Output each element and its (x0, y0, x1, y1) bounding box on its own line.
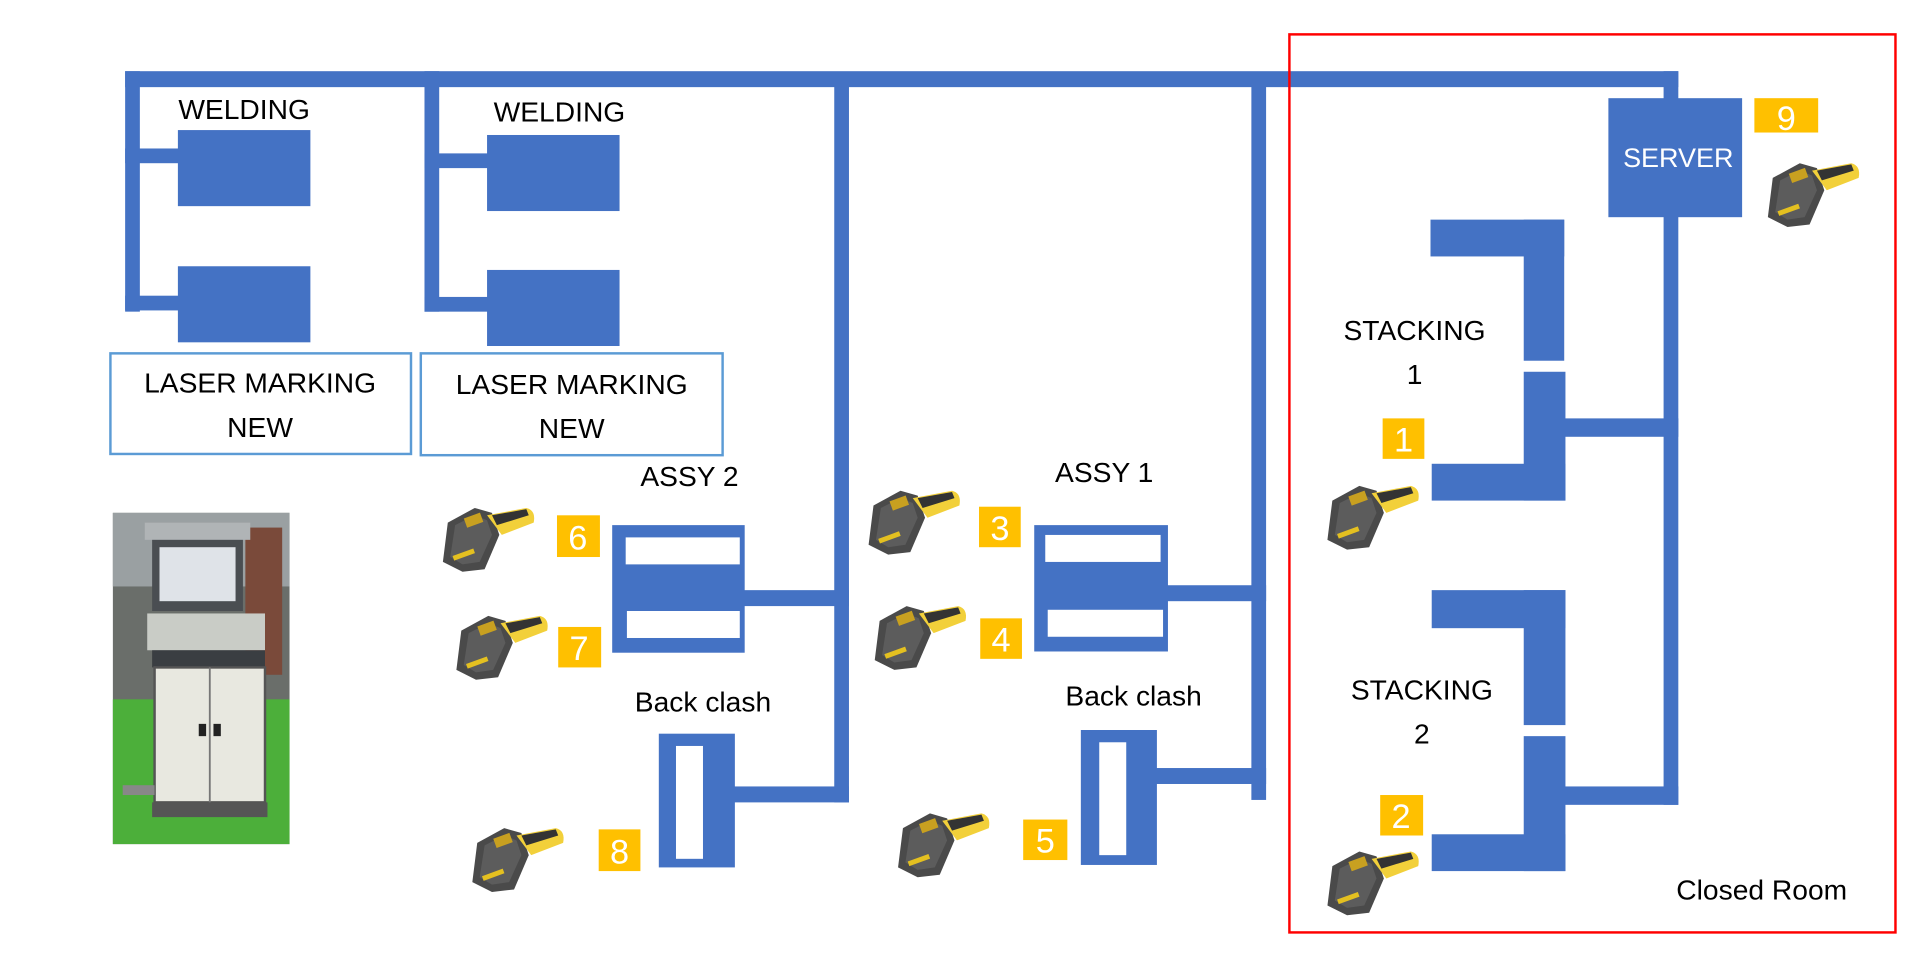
svg-text:3: 3 (990, 510, 1009, 548)
assy-1-station (1034, 525, 1168, 652)
welding-2-label: WELDING (494, 95, 626, 127)
barcode-scanner-icon (898, 813, 990, 878)
welding-2-station-a (487, 134, 620, 212)
barcode-scanner-icon (874, 606, 967, 670)
laser-marking-1-sublabel: NEW (227, 411, 293, 443)
workstation-kiosk-photo (112, 512, 290, 845)
laser-marking-2-sublabel: NEW (539, 412, 605, 444)
badge-1: 1 (1382, 418, 1425, 460)
svg-text:1: 1 (1394, 422, 1413, 460)
svg-text:8: 8 (610, 834, 629, 872)
assy-1-label: ASSY 1 (1055, 456, 1153, 488)
badge-3: 3 (979, 506, 1021, 548)
welding-2-station-b (487, 269, 620, 347)
badge-4: 4 (980, 618, 1022, 659)
laser-marking-1-label: LASER MARKING (144, 367, 376, 399)
barcode-scanner-icon (456, 615, 548, 680)
stacking-1-label: STACKING (1344, 314, 1486, 346)
stacking-2-number: 2 (1414, 717, 1430, 749)
barcode-scanner-icon (868, 490, 960, 555)
badge-2: 2 (1380, 795, 1424, 836)
badge-8: 8 (598, 829, 641, 872)
barcode-scanner-icon (1327, 851, 1419, 916)
svg-text:2: 2 (1391, 798, 1410, 836)
svg-text:6: 6 (568, 520, 587, 558)
badge-7: 7 (558, 626, 602, 668)
barcode-scanner-icon (1327, 485, 1419, 550)
back-clash-2-label: Back clash (635, 686, 771, 718)
server-box (1608, 98, 1743, 218)
closed-room-border (1288, 33, 1897, 934)
badge-6: 6 (556, 515, 600, 558)
badge-5: 5 (1023, 819, 1068, 861)
laser-marking-2-box (419, 352, 724, 457)
svg-text:7: 7 (570, 630, 589, 668)
badge-9: 9 (1754, 98, 1819, 138)
svg-text:9: 9 (1777, 100, 1796, 138)
stacking-1-number: 1 (1407, 358, 1423, 390)
stacking-2-label: STACKING (1351, 673, 1493, 705)
assy-2-label: ASSY 2 (640, 460, 738, 492)
barcode-scanner-icon (442, 507, 535, 572)
back-clash-2-station (658, 733, 735, 868)
laser-marking-1-box (109, 352, 413, 456)
closed-room-label: Closed Room (1676, 873, 1847, 905)
svg-text:5: 5 (1036, 823, 1055, 861)
welding-1-label: WELDING (178, 93, 310, 125)
barcode-scanner-icon (1767, 163, 1860, 227)
svg-text:4: 4 (992, 621, 1011, 659)
stacking-1-station (1430, 219, 1566, 501)
server-label: SERVER (1623, 143, 1733, 173)
assy-2-station (612, 525, 745, 653)
welding-1-station-b (177, 266, 311, 343)
barcode-scanner-icon (472, 828, 564, 892)
welding-1-station-a (177, 130, 311, 207)
laser-marking-2-label: LASER MARKING (456, 368, 688, 400)
back-clash-1-label: Back clash (1065, 679, 1201, 711)
back-clash-1-station (1080, 730, 1157, 865)
stacking-2-station (1431, 590, 1566, 872)
